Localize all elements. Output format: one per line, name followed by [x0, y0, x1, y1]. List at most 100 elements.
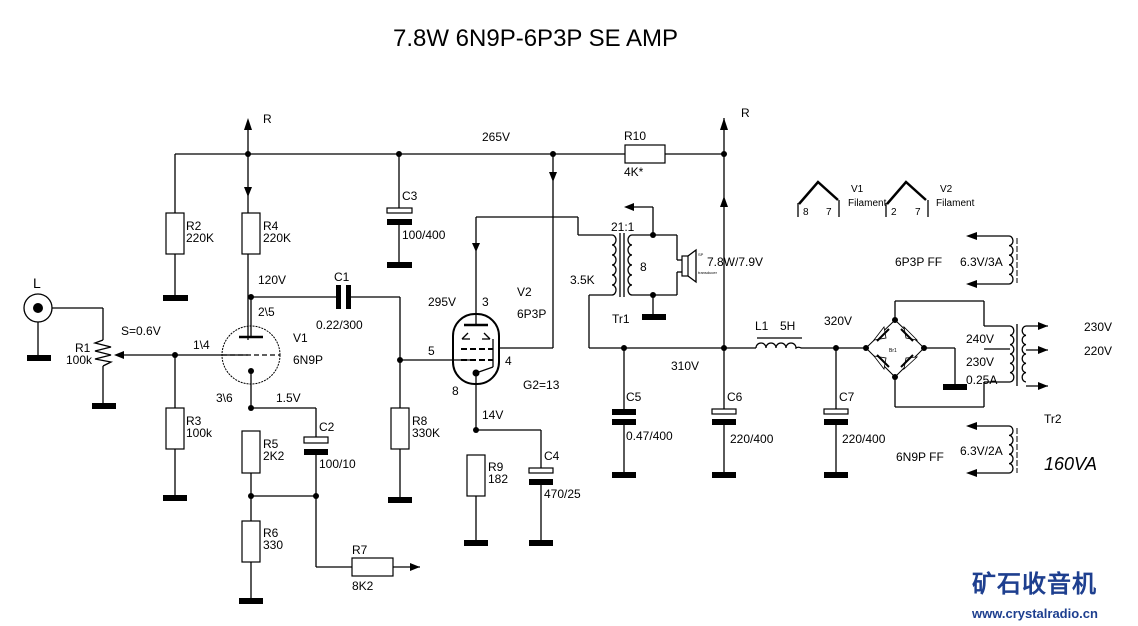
c6-value: 220/400: [730, 432, 774, 446]
transformer-tr2-secondary: [1009, 325, 1015, 383]
r5-name: R5: [263, 437, 279, 451]
heater-6p3p-spec: 6.3V/3A: [960, 255, 1003, 269]
arrow-left-icon: [624, 203, 634, 211]
transformer-tr1-primary: [611, 234, 617, 296]
resistor-r5: [241, 430, 261, 474]
r9-value: 182: [488, 472, 508, 486]
v2-pin-g2: 4: [505, 354, 512, 368]
c7-name: C7: [839, 390, 855, 404]
v1-pin-grid: 1\4: [193, 338, 210, 352]
arrow-right-icon: [1038, 346, 1048, 354]
choke-l1: [755, 342, 802, 350]
rail-label-r-right: R: [741, 106, 750, 120]
r4-value: 220K: [263, 231, 291, 245]
filament-v1-icon: [797, 180, 840, 217]
c2-value: 100/10: [319, 457, 356, 471]
ground-icon: [712, 472, 736, 478]
filament-v2-tube: V2: [940, 184, 953, 195]
arrow-up-icon: [720, 118, 728, 130]
arrow-right-icon: [410, 563, 420, 571]
resistor-r9: [466, 454, 486, 497]
heater-winding-6n9p: [966, 422, 1018, 477]
c4-value: 470/25: [544, 487, 581, 501]
arrow-down-icon: [549, 172, 557, 182]
v2-name: V2: [517, 285, 532, 299]
arrow-down-icon: [472, 243, 480, 252]
r8-name: R8: [412, 414, 428, 428]
tr1-ratio: 21:1: [611, 220, 635, 234]
r10-value: 4K*: [624, 165, 644, 179]
ground-icon: [239, 598, 263, 604]
v1-pin-anode: 2\5: [258, 305, 275, 319]
ground-icon: [529, 540, 553, 546]
r3-name: R3: [186, 414, 202, 428]
resistor-r6: [241, 520, 261, 563]
arrow-down-icon: [244, 187, 252, 197]
voltage-320v: 320V: [824, 314, 852, 328]
bridge-rectifier-br1: [863, 317, 927, 380]
arrow-right-icon: [1038, 382, 1048, 390]
l1-value: 5H: [780, 319, 795, 333]
v2-type: 6P3P: [517, 307, 546, 321]
ground-icon: [92, 403, 116, 409]
filament-v1-label: Filament: [848, 198, 887, 209]
br1-name: Br1: [889, 348, 897, 354]
tr2-rating: 160VA: [1044, 454, 1097, 474]
c6-name: C6: [727, 390, 743, 404]
v2-pin-grid: 5: [428, 344, 435, 358]
filament-v1-pin-a: 8: [803, 207, 809, 218]
tr2-tap-220v: 220V: [1084, 344, 1112, 358]
filament-v2-label: Filament: [936, 198, 975, 209]
heater-6n9p-spec: 6.3V/2A: [960, 444, 1003, 458]
ground-icon: [824, 472, 848, 478]
v2-g2-note: G2=13: [523, 378, 560, 392]
watermark-url[interactable]: www.crystalradio.cn: [971, 606, 1098, 621]
resistor-r8: [390, 407, 410, 450]
filament-v1-pin-b: 7: [826, 207, 832, 218]
watermark-brand: 矿石收音机: [972, 570, 1097, 598]
ground-icon: [163, 295, 188, 301]
v1-pin-cathode: 3\6: [216, 391, 233, 405]
r5-value: 2K2: [263, 449, 285, 463]
r6-value: 330: [263, 538, 283, 552]
tr2-name: Tr2: [1044, 412, 1062, 426]
r1-name: R1: [75, 341, 91, 355]
voltage-265v: 265V: [482, 130, 510, 144]
resistor-r4: [241, 212, 261, 255]
voltage-295v: 295V: [428, 295, 456, 309]
ground-icon: [612, 472, 636, 478]
heater-6p3p-label: 6P3P FF: [895, 255, 942, 269]
ground-icon: [387, 262, 412, 268]
c3-name: C3: [402, 189, 418, 203]
c1-name: C1: [334, 270, 350, 284]
tr1-primary-impedance: 3.5K: [570, 273, 595, 287]
transformer-tr2-primary: [1021, 325, 1027, 383]
arrow-up-icon: [720, 196, 728, 207]
r10-name: R10: [624, 129, 646, 143]
voltage-310v: 310V: [671, 359, 699, 373]
voltage-120v: 120V: [258, 273, 286, 287]
r2-value: 220K: [186, 231, 214, 245]
title: 7.8W 6N9P-6P3P SE AMP: [393, 25, 678, 52]
c5-value: 0.47/400: [626, 429, 673, 443]
filament-v1-tube: V1: [851, 184, 864, 195]
r4-name: R4: [263, 219, 279, 233]
heater-6n9p-label: 6N9P FF: [896, 450, 944, 464]
r7-value: 8K2: [352, 579, 374, 593]
c4-name: C4: [544, 449, 560, 463]
r6-name: R6: [263, 526, 279, 540]
capacitor-c3: [386, 207, 413, 214]
input-label: L: [33, 275, 41, 291]
v2-pin-anode: 3: [482, 295, 489, 309]
capacitor-c4: [528, 467, 554, 474]
resistor-r10: [624, 144, 666, 164]
ground-icon: [464, 540, 488, 546]
speaker-icon: [681, 255, 689, 277]
capacitor-c2: [303, 436, 329, 444]
ground-icon: [27, 355, 51, 361]
filament-v2-pin-a: 2: [891, 207, 897, 218]
r3-value: 100k: [186, 426, 213, 440]
ground-icon: [943, 384, 967, 390]
rail-label-r-left: R: [263, 112, 272, 126]
